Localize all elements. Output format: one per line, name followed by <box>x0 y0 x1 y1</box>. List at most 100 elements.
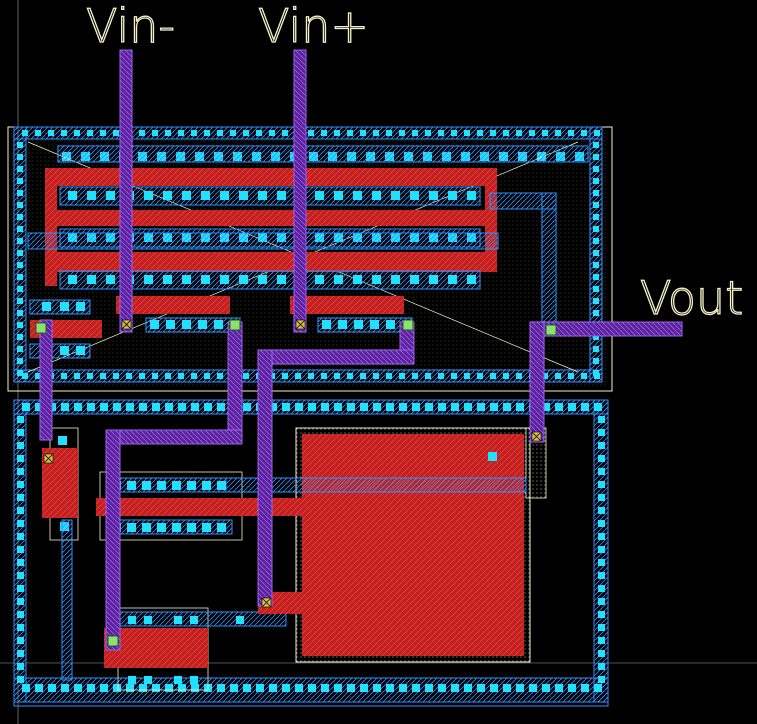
contact-square <box>529 684 537 692</box>
contact-square <box>490 684 498 692</box>
contact-square <box>477 403 485 411</box>
bottom-cell <box>13 399 609 707</box>
contact-square <box>477 130 483 136</box>
contact-square <box>61 403 69 411</box>
contact-square <box>321 373 327 379</box>
contact-square <box>555 403 563 411</box>
contact-square <box>593 250 599 256</box>
contact-square <box>139 403 147 411</box>
contact-square <box>593 238 599 244</box>
contact-square <box>581 373 587 379</box>
contact-square <box>17 334 23 340</box>
contact-square <box>17 637 24 644</box>
contact-square <box>256 684 264 692</box>
contact-square <box>17 520 24 527</box>
contact-square <box>48 684 56 692</box>
contact-square <box>202 481 211 490</box>
contact-square <box>490 373 496 379</box>
contact-square <box>516 373 522 379</box>
contact-square <box>429 191 438 200</box>
top-cell <box>7 126 613 392</box>
contact-square <box>127 523 136 532</box>
mid-down-wire <box>227 321 243 445</box>
contact-square <box>593 334 599 340</box>
contact-square <box>243 373 249 379</box>
contact-square <box>598 624 605 631</box>
contact-square <box>467 191 476 200</box>
contact-square <box>593 298 599 304</box>
contact-square <box>87 275 96 284</box>
contact-square <box>17 559 24 566</box>
contact-square <box>593 286 599 292</box>
contact-square <box>42 302 51 311</box>
contact-square <box>74 373 80 379</box>
diffusion-strip <box>57 145 589 163</box>
contact-square <box>315 191 324 200</box>
contact-square <box>17 676 24 683</box>
pmos-poly-fingers <box>30 168 497 338</box>
contact-square <box>503 373 509 379</box>
left-vertical-wire <box>105 429 121 651</box>
contact-square <box>334 403 342 411</box>
contact-square <box>308 684 316 692</box>
contact-square <box>464 684 472 692</box>
contact-square <box>35 373 41 379</box>
contact-square <box>598 611 605 618</box>
top-guard-ring <box>13 126 603 383</box>
contact-square <box>157 523 166 532</box>
contact-square <box>142 523 151 532</box>
contact-square <box>598 520 605 527</box>
contact-square <box>438 403 446 411</box>
contact-square <box>191 403 199 411</box>
contact-square <box>182 191 191 200</box>
contact-square <box>17 346 23 352</box>
contact-square <box>386 130 392 136</box>
contact-square <box>373 130 379 136</box>
contact-square <box>87 373 93 379</box>
contact-square <box>74 403 82 411</box>
contact-square <box>372 275 381 284</box>
contact-square <box>593 262 599 268</box>
contact-square <box>17 572 24 579</box>
contact-square <box>214 320 223 329</box>
contact-square <box>152 130 158 136</box>
contact-square <box>17 310 23 316</box>
contact-square <box>593 190 599 196</box>
contact-square <box>593 226 599 232</box>
contact-square <box>17 262 23 268</box>
contact-square <box>17 358 23 364</box>
contact-square <box>593 358 599 364</box>
contact-square <box>448 275 457 284</box>
contact-square <box>60 302 69 311</box>
contact-square <box>412 130 418 136</box>
contact-square <box>87 130 93 136</box>
contact-square <box>334 130 340 136</box>
contact-square <box>258 191 267 200</box>
contact-square <box>438 130 444 136</box>
contact-square <box>217 373 223 379</box>
contact-square <box>315 275 324 284</box>
contact-square <box>429 275 438 284</box>
via-marker <box>229 319 241 331</box>
contact-square <box>239 275 248 284</box>
contact-square <box>353 275 362 284</box>
diffusion-strip <box>317 317 413 333</box>
contact-square <box>190 676 198 684</box>
contact-square <box>321 403 329 411</box>
contact-square <box>204 130 210 136</box>
contact-square <box>308 373 314 379</box>
contact-square <box>410 191 419 200</box>
contact-square <box>61 130 67 136</box>
contact-square <box>17 611 24 618</box>
contact-square <box>347 373 353 379</box>
contact-square <box>321 130 327 136</box>
contact-square <box>144 275 153 284</box>
contact-square <box>17 178 23 184</box>
via-cross <box>43 453 54 464</box>
contact-square <box>594 684 602 692</box>
contact-square <box>568 403 576 411</box>
contact-square <box>35 130 41 136</box>
contact-square <box>166 320 175 329</box>
via-cross <box>295 319 306 330</box>
